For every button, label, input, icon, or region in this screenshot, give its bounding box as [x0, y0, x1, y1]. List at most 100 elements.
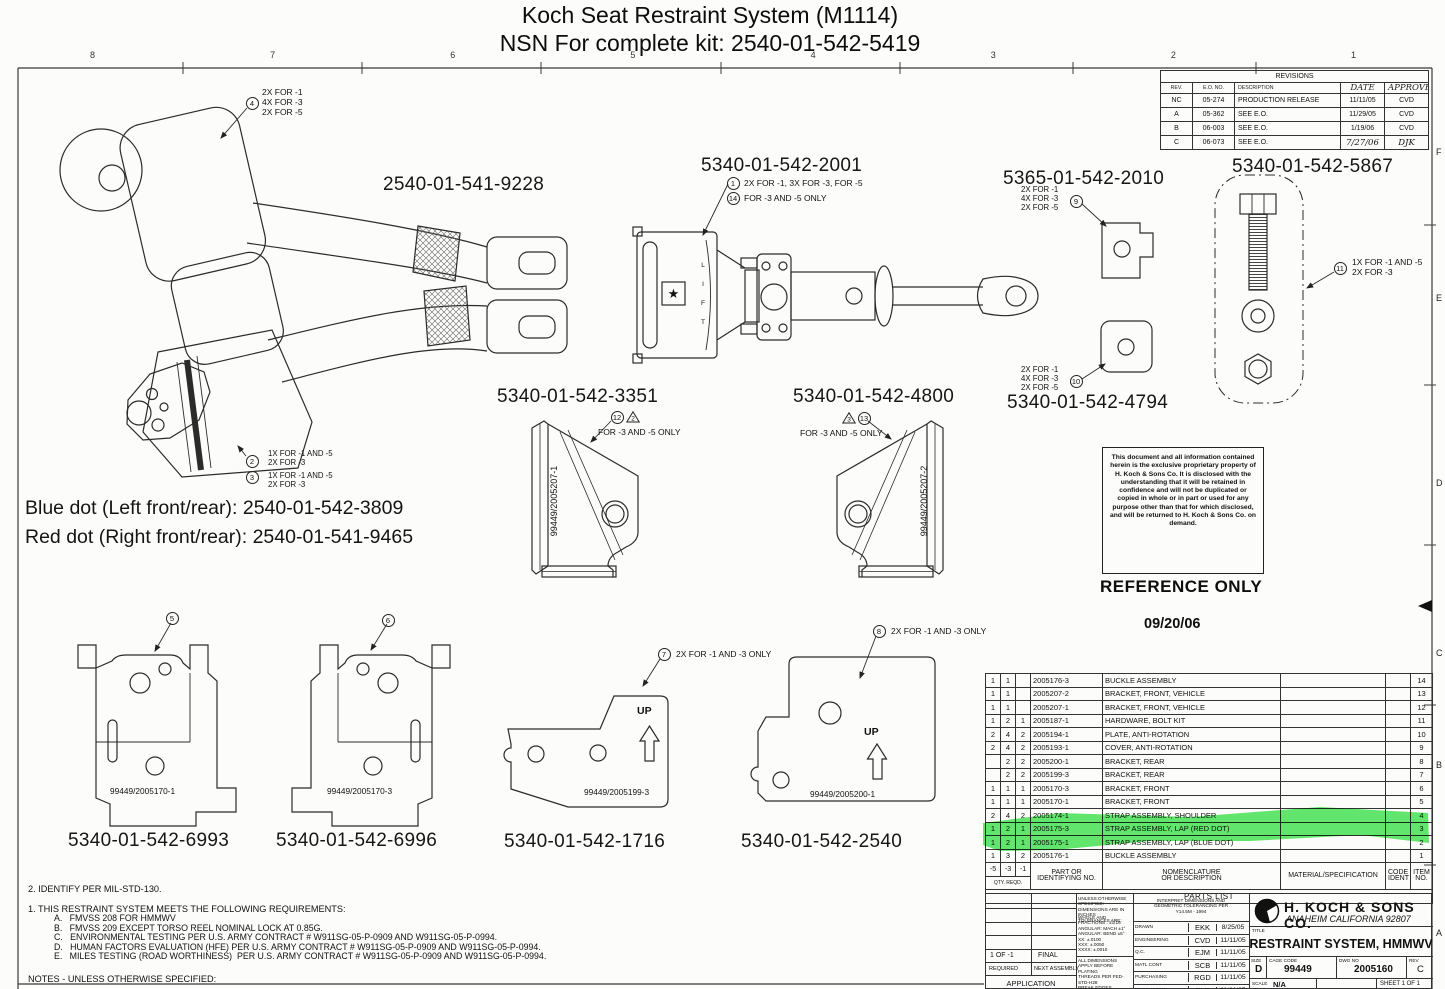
- flag-triangle-2: 2: [626, 411, 640, 423]
- qty-reqd-label: QTY. REQD.: [985, 875, 1031, 890]
- parts-list-row: 1 1 1 2005170-1 BRACKET, FRONT 5: [985, 794, 1433, 809]
- rear-bracket-right-drawing: [750, 656, 936, 802]
- subnote: D. HUMAN FACTORS EVALUATION (HFE) PER U.…: [54, 941, 541, 952]
- zone-letter: B: [1436, 760, 1443, 770]
- callout-balloon-14: 14: [726, 191, 740, 205]
- callout-balloon-4: 4: [245, 96, 259, 110]
- svg-text:3: 3: [847, 417, 851, 424]
- front-vehicle-bracket-right-drawing: [836, 420, 944, 578]
- revision-row: A 05-362 SEE E.O. 11/29/05 CVD: [1160, 107, 1430, 122]
- callout-balloon-11: 11: [1333, 261, 1347, 275]
- callout-balloon-5: 5: [165, 611, 179, 625]
- nsn-bracket-front-vehicle-2: 5340-01-542-4800: [793, 386, 955, 407]
- buckle-drawing: [632, 226, 1039, 364]
- stamp-pn-2005170-3: 99449/2005170-3: [327, 786, 393, 796]
- scale-value: N/A: [1273, 979, 1286, 989]
- parts-list-row: 1 1 2005176-3 BUCKLE ASSEMBLY 14: [985, 673, 1433, 688]
- page-title-line1: Koch Seat Restraint System (M1114): [521, 2, 899, 28]
- zone-number: 5: [630, 50, 636, 60]
- stamp-pn-2005199-3: 99449/2005199-3: [584, 787, 650, 797]
- signoff-row: MATL CONT SCB 11/11/05: [1133, 958, 1249, 972]
- callout-text-7: 2X FOR -1 AND -3 ONLY: [676, 649, 772, 659]
- callout-balloon-2: 2: [245, 454, 259, 468]
- nsn-bracket-rear-2540: 5340-01-542-2540: [741, 831, 903, 852]
- app-row1-left: 1 OF -1: [990, 952, 1014, 959]
- nsn-shoulder-strap: 2540-01-541-9228: [383, 174, 545, 195]
- signoff-row: DRAWN EKK 8/25/05: [1133, 921, 1249, 934]
- anti-rotation-cover-drawing: [1100, 320, 1153, 373]
- signoff-row: PURCHASING RGD 11/11/05: [1133, 971, 1249, 984]
- revisions-title: REVISIONS: [1159, 70, 1430, 83]
- notes-block: 2. IDENTIFY PER MIL-STD-130. 1. THIS RES…: [28, 884, 588, 984]
- rev-col-header: REV.: [1160, 82, 1193, 94]
- callout-text-8: 2X FOR -1 AND -3 ONLY: [891, 626, 987, 636]
- zone-number: 1: [1350, 50, 1356, 60]
- code-col-label: CODE IDENT: [1385, 862, 1411, 890]
- page-title: Koch Seat Restraint System (M1114) NSN F…: [430, 2, 990, 57]
- parts-list-row: 2 4 2 2005174-1 STRAP ASSEMBLY, SHOULDER…: [985, 808, 1433, 823]
- parts-list-row: 1 1 2005207-2 BRACKET, FRONT, VEHICLE 13: [985, 686, 1433, 701]
- nsn-anti-rotation-plate: 5365-01-542-2010: [1003, 168, 1165, 189]
- callout-text-2: 1X FOR -1 AND -5 2X FOR -3: [268, 449, 333, 467]
- front-bracket-left-drawing: [77, 644, 237, 827]
- parts-list-row: 1 2 1 2005187-1 HARDWARE, BOLT KIT 11: [985, 713, 1433, 728]
- zone-letter: F: [1436, 147, 1442, 157]
- callout-text-10: 2X FOR -1 4X FOR -3 2X FOR -5: [1021, 365, 1059, 392]
- rev-label: REV: [1409, 958, 1419, 963]
- zone-number: 2: [1170, 50, 1176, 60]
- size-label: SIZE: [1251, 958, 1262, 963]
- callout-text-11: 1X FOR -1 AND -5 2X FOR -3: [1352, 257, 1423, 277]
- signoff-rows: DRAWN EKK 8/25/05 ENGINEERING CVD 11/11/…: [1133, 921, 1249, 989]
- parts-list-table: 1 1 2005176-3 BUCKLE ASSEMBLY 14 1 1 200…: [985, 673, 1433, 904]
- nomen-col-label: NOMENCLATURE OR DESCRIPTION: [1102, 862, 1281, 890]
- date-col-header: DATE: [1340, 82, 1385, 94]
- up-label-left: UP: [637, 705, 652, 717]
- stamp-pn-2005170-1: 99449/2005170-1: [110, 786, 176, 796]
- callout-balloon-8: 8: [872, 624, 886, 638]
- callout-text-14: FOR -3 AND -5 ONLY: [744, 193, 827, 203]
- note-1: 1. THIS RESTRAINT SYSTEM MEETS THE FOLLO…: [28, 904, 346, 914]
- application-caption: APPLICATION: [1006, 979, 1056, 988]
- bolt-kit-drawing: [1214, 174, 1304, 404]
- buckle-lift-text: L I F T: [701, 262, 705, 326]
- cage-code-label: CAGE CODE: [1269, 958, 1298, 963]
- revision-row: NC 05-274 PRODUCTION RELEASE 11/11/05 CV…: [1160, 93, 1430, 108]
- sheet-info: SHEET 1 OF 1: [1380, 980, 1420, 987]
- title-label: TITLE: [1252, 928, 1265, 933]
- parts-list-caption: PARTS LIST: [985, 889, 1433, 904]
- parts-list-row: 1 3 2 2005176-1 BUCKLE ASSEMBLY 1: [985, 848, 1433, 863]
- zone-letter: A: [1436, 928, 1443, 938]
- page-title-line2: NSN For complete kit: 2540-01-542-5419: [499, 29, 921, 56]
- zone-number: 8: [90, 50, 96, 60]
- subnote: A. FMVSS 208 FOR HMMWV: [54, 913, 176, 923]
- front-vehicle-bracket-left-drawing: [531, 420, 639, 578]
- nsn-bracket-rear-1716: 5340-01-542-1716: [504, 831, 666, 852]
- shoulder-retractor-drawing: [59, 106, 568, 365]
- nsn-bolt-kit: 5340-01-542-5867: [1232, 156, 1394, 177]
- callout-balloon-10: 10: [1069, 374, 1083, 388]
- anti-rotation-plate-drawing: [1101, 222, 1154, 279]
- cage-code-value: 99449: [1284, 964, 1312, 975]
- stamp-pn-2005207-2: 99449/2005207-2: [919, 465, 929, 537]
- leader-lines: [154, 107, 1335, 687]
- parts-list-row: 1 2 1 2005175-3 STRAP ASSEMBLY, LAP (RED…: [985, 821, 1433, 836]
- signoff-row: Q.C. EJM 11/11/05: [1133, 946, 1249, 959]
- nsn-anti-rotation-cover: 5340-01-542-4794: [1007, 392, 1169, 413]
- parts-list-row: 2 4 2 2005193-1 COVER, ANTI-ROTATION 9: [985, 740, 1433, 755]
- koch-logo: [1254, 898, 1280, 924]
- parts-list-row: 1 1 2005207-1 BRACKET, FRONT, VEHICLE 12: [985, 700, 1433, 715]
- stamp-pn-2005200-1: 99449/2005200-1: [810, 789, 876, 799]
- zone-letter: E: [1436, 293, 1443, 303]
- nsn-buckle-assembly: 5340-01-542-2001: [701, 155, 863, 176]
- revisions-table: REVISIONS REV. E.O. NO. DESCRIPTION DATE…: [1159, 70, 1430, 150]
- company-city: ANAHEIM CALIFORNIA 92807: [1286, 914, 1411, 924]
- notes-footer: NOTES - UNLESS OTHERWISE SPECIFIED:: [28, 973, 217, 984]
- callout-text-1: 2X FOR -1, 3X FOR -3, FOR -5: [744, 178, 863, 188]
- drawing-title: RESTRAINT SYSTEM, HMMWV: [1249, 937, 1433, 951]
- dwg-no-value: 2005160: [1354, 964, 1393, 975]
- lap-retractor-drawing: [126, 285, 568, 478]
- callout-text-3: 1X FOR -1 AND -5 2X FOR -3: [268, 471, 333, 489]
